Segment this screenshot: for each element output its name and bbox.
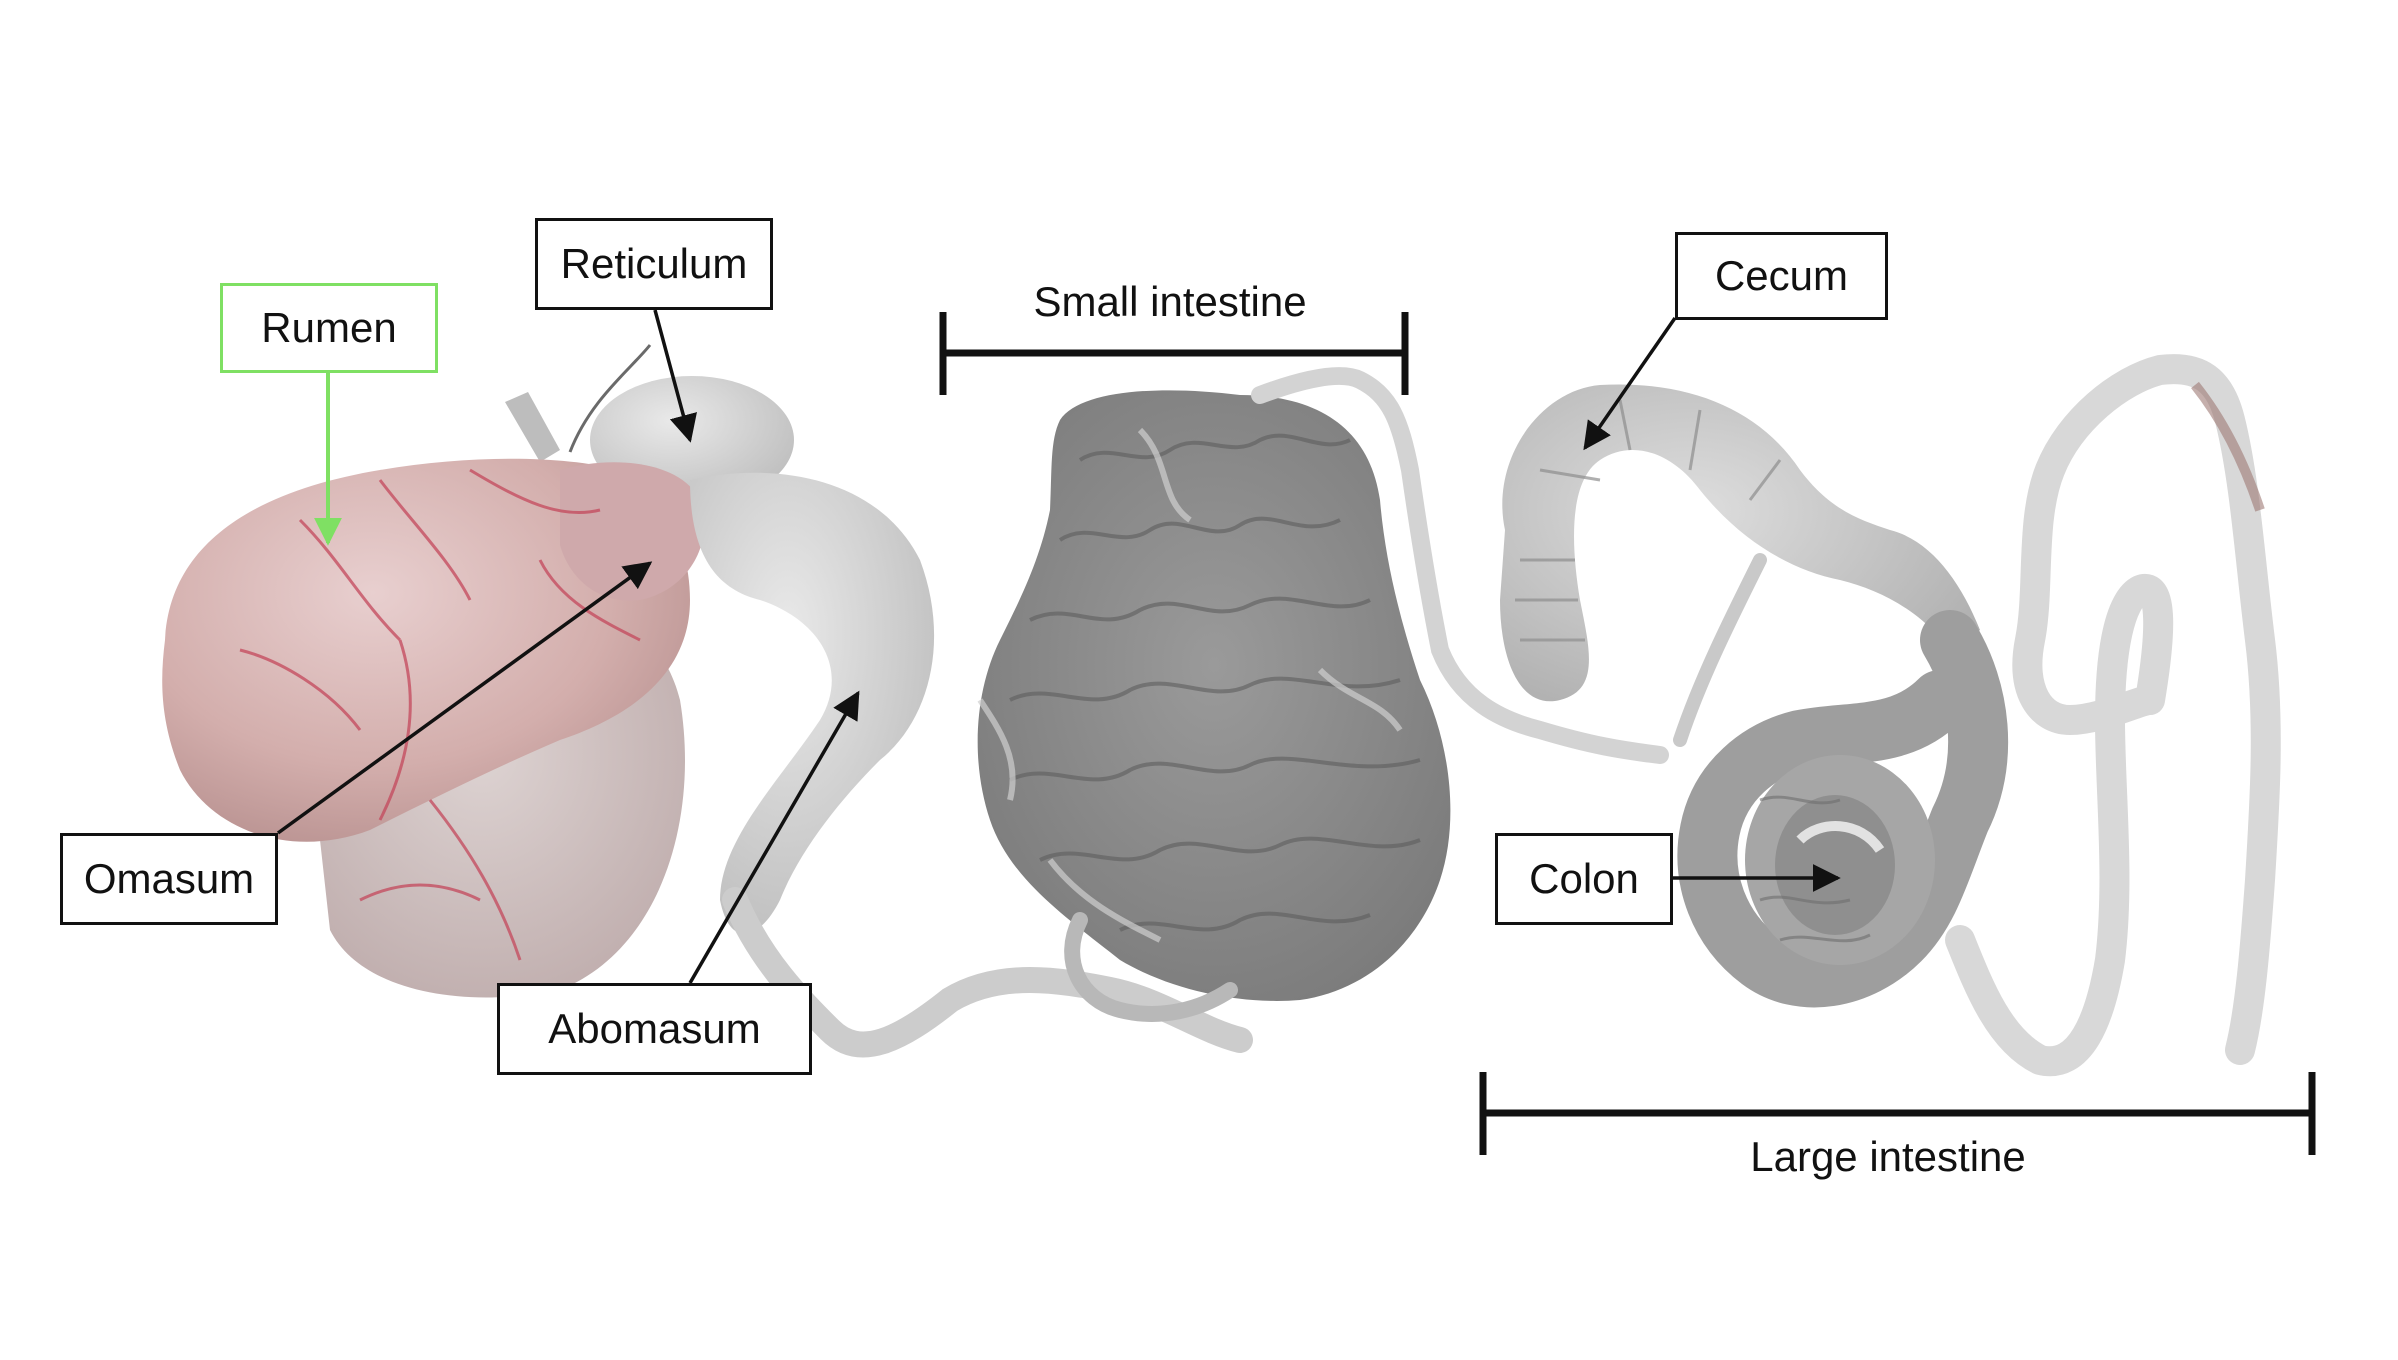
small-intestine-mass bbox=[977, 366, 1669, 1022]
large-intestine-caption: Large intestine bbox=[1750, 1133, 2026, 1180]
omasum-pointer-arrow bbox=[276, 561, 653, 835]
esophagus-stub bbox=[505, 392, 560, 462]
reticulum-pointer-arrow bbox=[653, 309, 697, 443]
small-intestine-bracket bbox=[939, 312, 1409, 395]
colon-label: Colon bbox=[1495, 833, 1673, 925]
reticulum-label: Reticulum bbox=[535, 218, 773, 310]
abomasum-organ bbox=[690, 472, 935, 934]
abomasum-pointer-arrow bbox=[688, 690, 860, 984]
rumen-label: Rumen bbox=[220, 283, 438, 373]
rumen-organ bbox=[162, 458, 690, 842]
omasum-organ bbox=[560, 462, 705, 601]
large-intestine bbox=[1500, 354, 2281, 1077]
colon-organ bbox=[1677, 610, 2009, 1008]
large-intestine-bracket bbox=[1479, 1072, 2316, 1155]
abomasum-label: Abomasum bbox=[497, 983, 812, 1075]
omasum-label: Omasum bbox=[60, 833, 278, 925]
ileum-tube bbox=[1251, 366, 1669, 764]
cecum-organ bbox=[1500, 384, 1980, 702]
cecum-pointer-arrow bbox=[1583, 317, 1677, 451]
cecum-label: Cecum bbox=[1675, 232, 1888, 320]
small-intestine-caption: Small intestine bbox=[1033, 278, 1307, 325]
